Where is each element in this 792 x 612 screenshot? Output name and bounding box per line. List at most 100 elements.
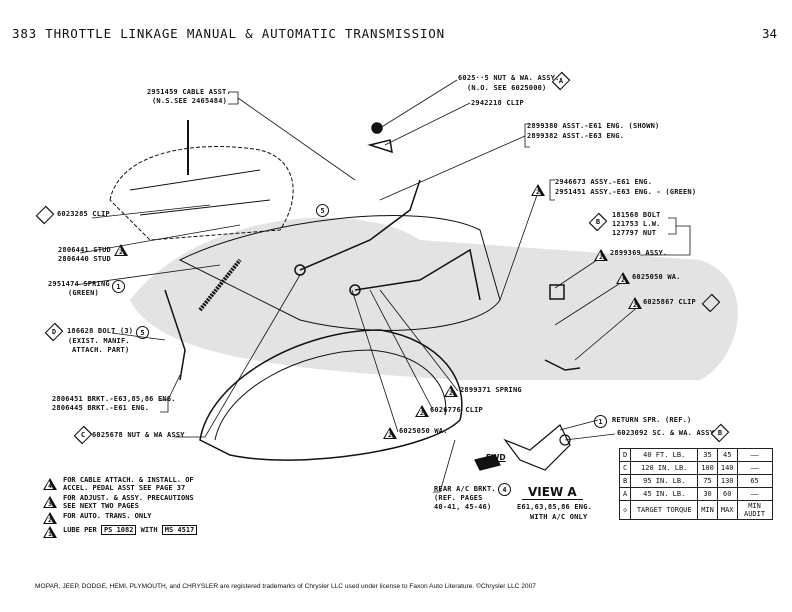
circle-5-icon: 5 [316, 204, 329, 217]
view-a-note2: WITH A/C ONLY [530, 513, 588, 521]
cell: 45 IN. LB. [630, 487, 699, 501]
label-wa-bottom: 6025050 WA. [399, 427, 448, 435]
triangle-3-icon: 3 [43, 496, 57, 508]
view-a-bracket [474, 424, 571, 471]
label-stud1: 2806441 STUD [58, 246, 111, 254]
cell: D [618, 448, 632, 462]
cell: 140 [716, 461, 738, 475]
cell: B [618, 474, 632, 488]
cell: 95 IN. LB. [630, 474, 699, 488]
linkage-parts [164, 122, 581, 381]
carburetor [109, 120, 294, 241]
cell: 35 [697, 448, 718, 462]
diamond-d-icon: D [47, 325, 61, 339]
label-stud2: 2806440 STUD [58, 255, 111, 263]
cell: —— [736, 461, 773, 475]
cell: 120 IN. LB. [630, 461, 699, 475]
page-title: 383 THROTTLE LINKAGE MANUAL & AUTOMATIC … [12, 26, 445, 41]
trademark-footer: MOPAR, JEEP, DODGE, HEMI, PLYMOUTH, and … [35, 583, 536, 590]
label-brkt1: 2806451 BRKT.-E63,85,86 ENG. [52, 395, 176, 403]
circle-4-icon: 4 [498, 483, 511, 496]
view-a-note1: E61,63,85,86 ENG. [517, 503, 593, 511]
intake-manifold [178, 215, 501, 461]
triangle-2-icon: 2 [114, 244, 128, 256]
label-brkt2: 2806445 BRKT.-E61 ENG. [52, 404, 150, 412]
cell: A [618, 487, 632, 501]
label-clip-right: 6025867 CLIP [643, 298, 696, 306]
label-assy-e63: 2899382 ASST.-E63 ENG. [527, 132, 625, 140]
note-2: 2 FOR AUTO. TRANS. ONLY [43, 512, 152, 524]
diamond-a-icon: A [554, 74, 568, 88]
cell: TARGET TORQUE [630, 500, 699, 520]
label-lw: 121753 L.W. [612, 220, 661, 228]
label-bolt: 181568 BOLT [612, 211, 661, 219]
triangle-2-icon: 2 [444, 385, 458, 397]
diamond-icon [704, 296, 718, 310]
label-spring-371: 2899371 SPRING [460, 386, 522, 394]
cell: —— [736, 448, 773, 462]
page-number: 34 [762, 26, 778, 41]
diamond-icon: ◇ [618, 500, 632, 520]
circle-1-icon: 1 [112, 280, 125, 293]
label-nut-wa: 6025··5 NUT & WA. ASSY. [458, 74, 560, 82]
cell: MIN AUDIT [736, 500, 773, 520]
triangle-4-icon: 4 [43, 478, 57, 490]
note-1: 1 LUBE PER PS 1082 WITH MS 4517 [43, 525, 198, 538]
cell: 45 [716, 448, 738, 462]
label-bolt-d-note2: ATTACH. PART) [72, 346, 130, 354]
label-clip-left: 6023285 CLIP [57, 210, 110, 218]
label-spring-color: (GREEN) [68, 289, 99, 297]
label-return-spr: RETURN SPR. (REF.) [612, 416, 692, 424]
cell: —— [736, 487, 773, 501]
cell: 75 [697, 474, 718, 488]
label-clip-776: 6026776 CLIP [430, 406, 483, 414]
triangle-2-icon: 2 [383, 427, 397, 439]
triangle-2-icon: 2 [616, 272, 630, 284]
diamond-icon [38, 208, 52, 222]
view-a-title: VIEW A [522, 485, 583, 500]
label-spring: 2951474 SPRING [48, 280, 110, 288]
triangle-2-icon: 2 [594, 249, 608, 261]
triangle-2-icon: 2 [531, 184, 545, 196]
cell: MAX [716, 500, 738, 520]
triangle-2-icon: 2 [415, 405, 429, 417]
label-cable-assy: 2951459 CABLE ASST. [147, 88, 231, 96]
fwd-arrow-icon [474, 454, 501, 471]
cell: C [618, 461, 632, 475]
diamond-c-icon: C [76, 428, 90, 442]
label-bolt-d: 186628 BOLT (3) [67, 327, 134, 335]
fwd-label: FWD [486, 453, 506, 462]
label-assy-369: 2899369 ASSY. [610, 249, 668, 257]
cell: 100 [697, 461, 718, 475]
label-rear-ac: REAR A/C BRKT. [434, 485, 496, 493]
label-assy2-e61: 2946673 ASSY.-E61 ENG. [555, 178, 653, 186]
label-assy2-e63: 2951451 ASSY.-E63 ENG. - (GREEN) [555, 188, 697, 196]
diamond-b-icon: B [591, 215, 605, 229]
label-nut: 127797 NUT [612, 229, 657, 237]
triangle-2-icon: 2 [43, 512, 57, 524]
diamond-b-icon: B [713, 426, 727, 440]
leader-lines [74, 79, 691, 493]
label-screw-wa: 6023092 SC. & WA. ASSY [617, 429, 715, 437]
circle-5-icon: 5 [136, 326, 149, 339]
watermark [130, 217, 738, 380]
triangle-2-icon: 2 [628, 297, 642, 309]
circle-1-icon: 1 [594, 415, 607, 428]
cell: 40 FT. LB. [630, 448, 699, 462]
cell: 130 [716, 474, 738, 488]
label-rear-ac-ref: (REF. PAGES [434, 494, 483, 502]
label-nut-wa-ns: (N.O. SEE 6025000) [467, 84, 547, 92]
label-assy-e61: 2899380 ASST.-E61 ENG. (SHOWN) [527, 122, 660, 130]
triangle-1-icon: 1 [43, 526, 57, 538]
cell: 30 [697, 487, 718, 501]
label-bolt-d-note1: (EXIST. MANIF. [68, 337, 130, 345]
